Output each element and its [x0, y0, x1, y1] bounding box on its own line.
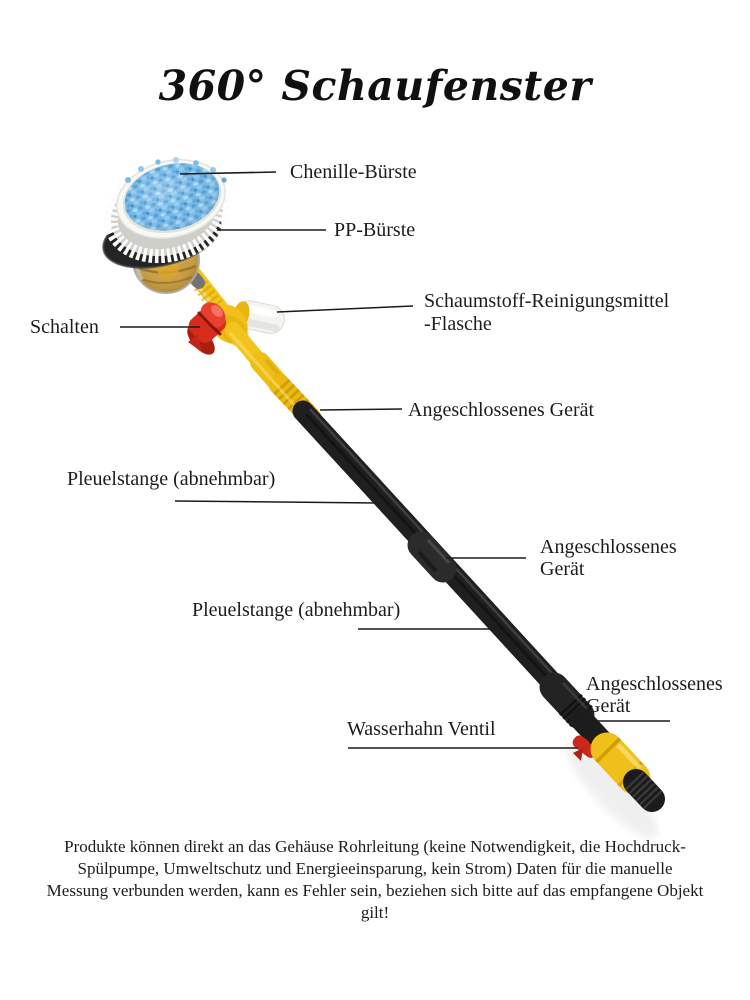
label-connected-device-bottom-line1: Angeschlossenes: [586, 673, 723, 695]
pole-coupler-mid: [407, 531, 457, 583]
hose-end-cap: [623, 769, 665, 812]
label-connected-device-mid-line2: Gerät: [540, 558, 585, 580]
label-connected-device-mid: Angeschlossenes Gerät: [540, 536, 677, 580]
callout-line-foam: [276, 305, 414, 313]
label-foam-bottle: Schaumstoff-Reinigungsmittel -Flasche: [424, 290, 669, 336]
label-foam-bottle-line2: -Flasche: [424, 313, 492, 335]
switch-knob: [187, 302, 226, 355]
label-rod-lower: Pleuelstange (abnehmbar): [192, 599, 401, 621]
label-connected-device-bottom: Angeschlossenes Gerät: [586, 673, 723, 717]
extension-pole: [183, 262, 665, 812]
label-chenille-brush: Chenille-Bürste: [290, 161, 417, 183]
footer-note: Produkte können direkt an das Gehäuse Ro…: [46, 837, 704, 922]
label-connected-device-mid-line1: Angeschlossenes: [540, 536, 677, 558]
label-foam-bottle-line1: Schaumstoff-Reinigungsmittel: [424, 290, 670, 312]
callout-line-chenille: [179, 171, 277, 175]
shadow: [566, 741, 658, 839]
label-pp-brush: PP-Bürste: [334, 219, 416, 241]
label-switch: Schalten: [30, 316, 99, 338]
label-rod-upper: Pleuelstange (abnehmbar): [67, 468, 276, 490]
page-title: 360° Schaufenster: [158, 62, 592, 110]
chenille-fill: [124, 157, 227, 231]
callout-line-rod-upper: [174, 500, 379, 504]
callout-lines: [120, 171, 670, 749]
label-connected-device-bottom-line2: Gerät: [586, 695, 631, 717]
brush-head: [102, 157, 231, 294]
callout-line-conn-top: [319, 408, 403, 411]
label-faucet-valve: Wasserhahn Ventil: [347, 718, 496, 740]
label-connected-device-top: Angeschlossenes Gerät: [408, 399, 595, 421]
